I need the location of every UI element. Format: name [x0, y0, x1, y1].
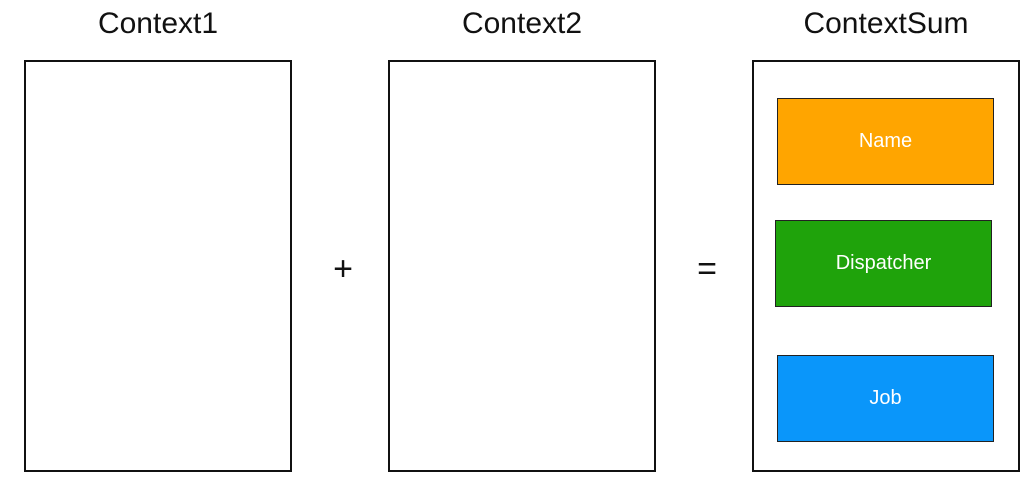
plus-operator: +	[333, 250, 353, 288]
dispatcher-element: Dispatcher	[775, 220, 992, 307]
context-sum-title: ContextSum	[803, 7, 969, 40]
name-element: Name	[777, 98, 994, 185]
context2-box	[388, 60, 656, 472]
job-element: Job	[777, 355, 994, 442]
context1-box	[24, 60, 292, 472]
context1-title: Context1	[97, 7, 219, 40]
context2-title: Context2	[461, 7, 583, 40]
equals-operator: =	[697, 250, 717, 288]
